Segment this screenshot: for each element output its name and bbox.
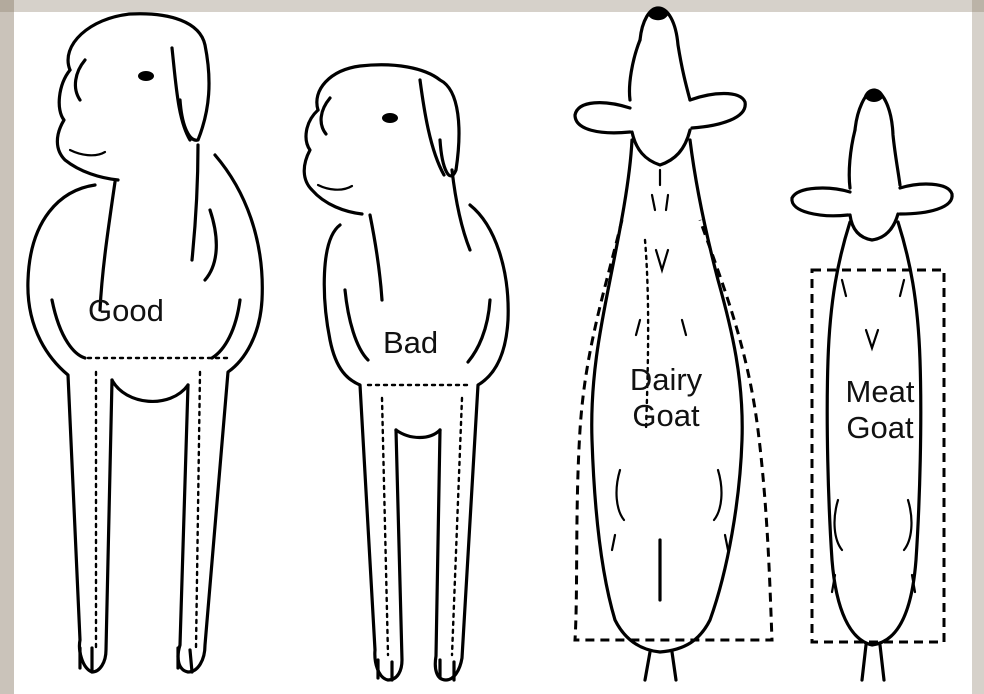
photo-edge-right: [972, 0, 984, 694]
label-bad: Bad: [383, 325, 438, 361]
photo-edge-top: [0, 0, 984, 12]
good-goat-eye: [138, 71, 154, 81]
label-meat-goat: Meat Goat: [832, 374, 928, 445]
label-good: Good: [88, 293, 164, 329]
dairy-goat-figure: [575, 8, 772, 680]
bad-goat-figure: [304, 65, 508, 680]
label-dairy-line2: Goat: [618, 398, 714, 434]
label-meat-line1: Meat: [832, 374, 928, 410]
label-dairy-goat: Dairy Goat: [618, 362, 714, 433]
bad-goat-eye: [382, 113, 398, 123]
label-meat-line2: Goat: [832, 410, 928, 446]
label-dairy-line1: Dairy: [618, 362, 714, 398]
photo-edge-left: [0, 0, 14, 694]
good-goat-figure: [28, 14, 262, 672]
